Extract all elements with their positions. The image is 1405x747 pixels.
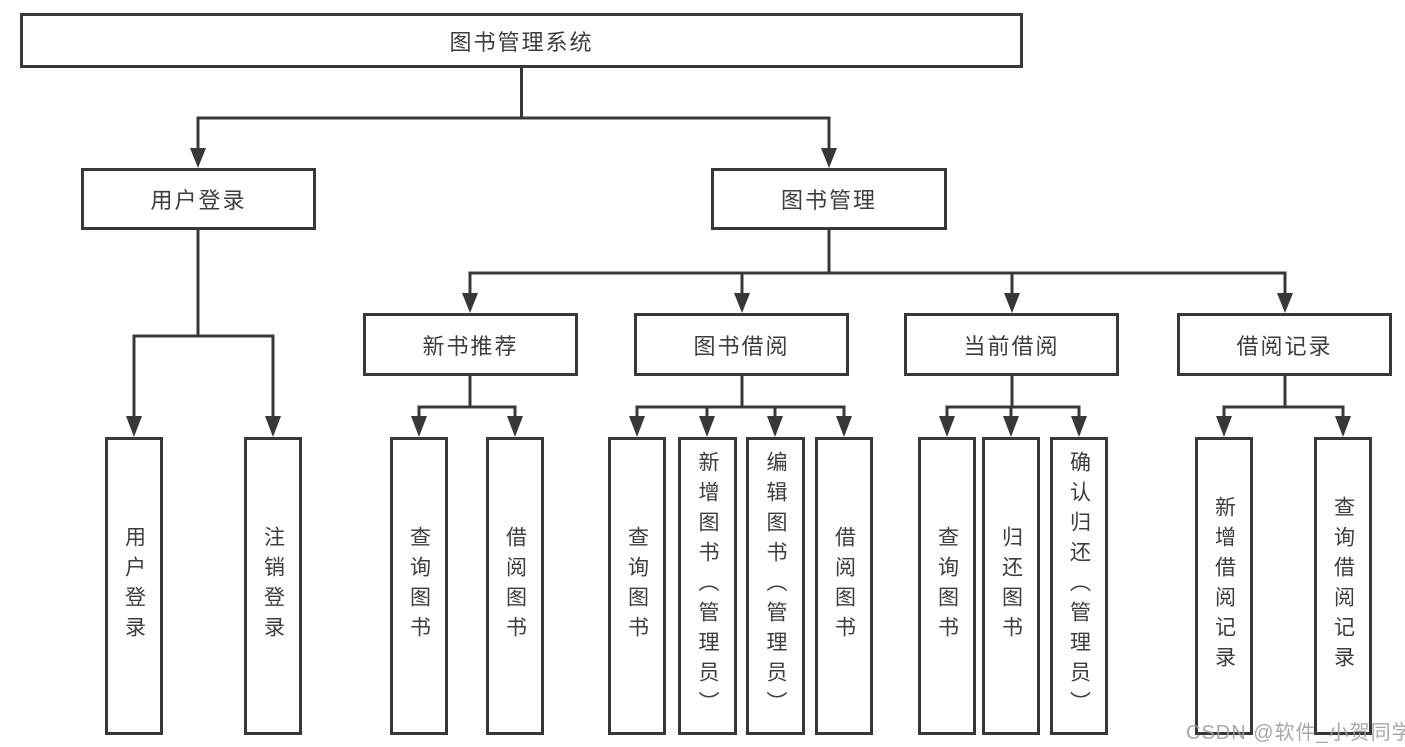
node-leaf-confirm-return-admin: 确认归还（管理员） xyxy=(1050,437,1108,735)
node-borrowing-records: 借阅记录 xyxy=(1177,313,1392,376)
node-leaf-query-books-borrowing: 查询图书 xyxy=(608,437,666,735)
node-leaf-edit-book-admin: 编辑图书（管理员） xyxy=(746,437,805,735)
node-leaf-add-book-admin: 新增图书（管理员） xyxy=(678,437,737,735)
node-book-management: 图书管理 xyxy=(711,168,947,230)
node-leaf-borrow-books-recommend: 借阅图书 xyxy=(486,437,544,735)
node-leaf-borrow-books-borrowing: 借阅图书 xyxy=(815,437,873,735)
node-leaf-query-books-recommend: 查询图书 xyxy=(390,437,448,735)
node-leaf-return-book: 归还图书 xyxy=(982,437,1040,735)
node-leaf-user-login: 用户登录 xyxy=(105,437,163,735)
node-root-library-system: 图书管理系统 xyxy=(20,13,1023,68)
node-user-login: 用户登录 xyxy=(81,168,316,230)
node-leaf-add-borrow-record: 新增借阅记录 xyxy=(1195,437,1253,735)
node-leaf-query-borrow-record: 查询借阅记录 xyxy=(1314,437,1372,735)
csdn-watermark: CSDN @软件_小贺同学 xyxy=(1186,722,1405,744)
node-current-borrowing: 当前借阅 xyxy=(904,313,1119,376)
node-book-borrowing: 图书借阅 xyxy=(634,313,849,376)
node-new-book-recommendation: 新书推荐 xyxy=(363,313,578,376)
node-leaf-logout: 注销登录 xyxy=(244,437,302,735)
node-leaf-query-books-current: 查询图书 xyxy=(918,437,976,735)
